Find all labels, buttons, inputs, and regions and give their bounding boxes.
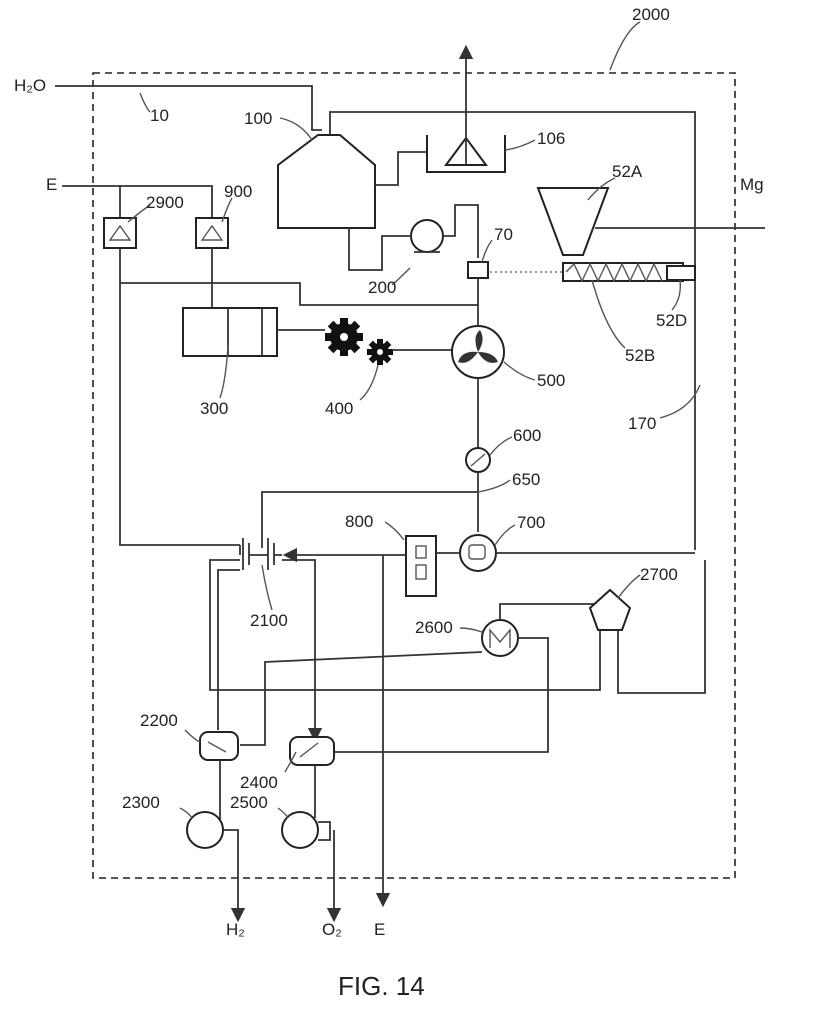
sensor-600-leader <box>490 437 512 455</box>
label-e-out: E <box>374 920 385 939</box>
line-650-leader <box>478 480 510 492</box>
label-10: 10 <box>150 106 169 125</box>
valve-70-leader <box>482 240 492 262</box>
valve-70 <box>468 262 488 278</box>
label-system: 2000 <box>632 5 670 24</box>
label-2900: 2900 <box>146 193 184 212</box>
label-h2o: H₂O <box>14 76 46 95</box>
cell-2100 <box>240 538 282 570</box>
label-600: 600 <box>513 426 541 445</box>
label-650: 650 <box>512 470 540 489</box>
gear-icon <box>325 318 393 365</box>
label-70: 70 <box>494 225 513 244</box>
label-200: 200 <box>368 278 396 297</box>
label-170: 170 <box>628 414 656 433</box>
figure-caption: FIG. 14 <box>338 971 425 1001</box>
separator-2200 <box>200 732 238 760</box>
label-500: 500 <box>537 371 565 390</box>
tank-100 <box>278 135 375 228</box>
cell-h2-line <box>218 570 240 730</box>
motor-52d <box>667 266 695 280</box>
unit-2900-line <box>120 248 240 545</box>
separator-2400 <box>290 737 334 765</box>
auger-52b-leader <box>592 280 625 348</box>
label-o2-out: O₂ <box>322 920 342 939</box>
hopper-52a <box>538 188 608 255</box>
tank-link <box>375 152 427 185</box>
pump-200-loop <box>349 228 411 270</box>
label-2400: 2400 <box>240 773 278 792</box>
water-inlet-line <box>55 86 322 130</box>
engine-feed <box>120 283 478 305</box>
label-e-in: E <box>46 175 57 194</box>
label-2200: 2200 <box>140 711 178 730</box>
label-mg: Mg <box>740 175 764 194</box>
pump-200-out <box>443 205 478 258</box>
label-2700: 2700 <box>640 565 678 584</box>
label-800: 800 <box>345 512 373 531</box>
compressor-2500-valve <box>318 822 330 840</box>
unit-106-leader <box>505 140 535 150</box>
label-2500: 2500 <box>230 793 268 812</box>
pump-2700 <box>590 590 630 630</box>
heater-2600 <box>482 620 518 656</box>
gears-400-leader <box>360 365 378 400</box>
label-700: 700 <box>517 513 545 532</box>
line-10-leader <box>140 93 150 112</box>
heater-2600-leader <box>460 628 482 632</box>
label-300: 300 <box>200 399 228 418</box>
heater-return <box>335 638 548 752</box>
label-100: 100 <box>244 109 272 128</box>
controller-800 <box>406 536 436 596</box>
generator-700-leader <box>495 525 515 545</box>
label-400: 400 <box>325 399 353 418</box>
heater-loop <box>240 652 482 745</box>
pump-2700-leader <box>618 575 640 598</box>
system-leader <box>610 22 640 70</box>
tank-100-leader <box>280 118 312 140</box>
h2-outlet <box>223 830 238 915</box>
cell-2100-leader <box>262 565 272 610</box>
controller-800-leader <box>385 522 404 540</box>
pump-200 <box>411 220 443 252</box>
separator-2200-leader <box>185 730 200 742</box>
label-h2-out: H₂ <box>226 920 245 939</box>
label-52a: 52A <box>612 162 643 181</box>
compressor-2300-leader <box>180 808 192 818</box>
unit-900 <box>196 218 228 248</box>
auger-52d-leader <box>672 280 680 310</box>
label-52d: 52D <box>656 311 687 330</box>
loop-170-leader <box>660 385 700 418</box>
turbine-500-leader <box>504 362 535 380</box>
generator-700 <box>460 535 496 571</box>
power-inlet-line <box>62 186 212 218</box>
label-106: 106 <box>537 129 565 148</box>
label-900: 900 <box>224 182 252 201</box>
system-boundary <box>93 73 735 878</box>
label-2600: 2600 <box>415 618 453 637</box>
unit-2900 <box>104 218 136 248</box>
label-52b: 52B <box>625 346 655 365</box>
label-2100: 2100 <box>250 611 288 630</box>
cell-o2-line <box>282 560 315 735</box>
compressor-2500-leader <box>278 808 288 818</box>
label-2300: 2300 <box>122 793 160 812</box>
